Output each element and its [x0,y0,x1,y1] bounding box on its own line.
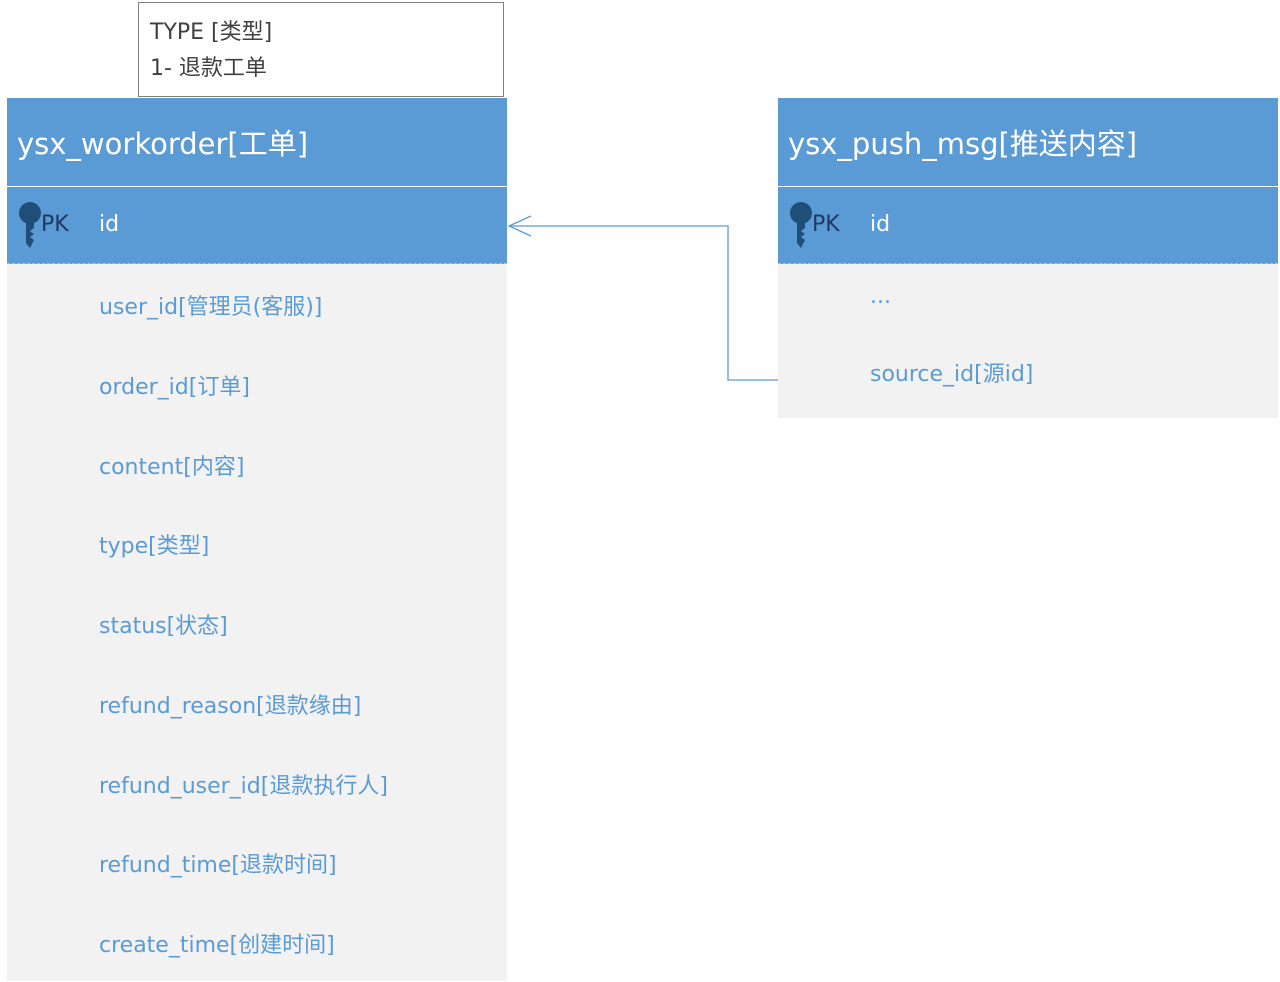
workorder-title: ysx_workorder[工单] [7,98,507,187]
key-icon [19,202,41,248]
workorder-field-user-id: user_id[管理员(客服)] [99,295,323,320]
workorder-field-status: status[状态] [99,614,228,639]
workorder-field-type: type[类型] [99,534,210,559]
workorder-pk-label: PK [41,212,69,237]
push-msg-title: ysx_push_msg[推送内容] [778,98,1278,187]
note-line-2: 1- 退款工单 [150,56,267,81]
workorder-field-create-time: create_time[创建时间] [99,933,335,958]
push-msg-pk-label: PK [812,212,840,237]
push-msg-entity[interactable]: ysx_push_msg[推送内容] PK id ... source_id[源… [778,98,1278,418]
workorder-field-content: content[内容] [99,455,245,480]
key-icon [790,202,812,248]
push-msg-pk-row: PK id [778,187,1278,264]
workorder-field-refund-user-id: refund_user_id[退款执行人] [99,774,388,799]
workorder-entity[interactable]: ysx_workorder[工单] PK id user_id[管理员(客服)]… [7,98,507,981]
push-msg-pk-field: id [870,212,891,237]
push-msg-fields: ... source_id[源id] [778,264,1278,418]
workorder-pk-row: PK id [7,187,507,264]
workorder-pk-field: id [99,212,120,237]
workorder-fields: user_id[管理员(客服)] order_id[订单] content[内容… [7,264,507,981]
relationship-line [509,225,778,381]
workorder-field-order-id: order_id[订单] [99,375,250,400]
push-msg-field-source-id: source_id[源id] [870,362,1034,387]
workorder-field-refund-time: refund_time[退款时间] [99,853,337,878]
arrow-head [507,215,532,237]
workorder-field-refund-reason: refund_reason[退款缘由] [99,694,362,719]
note-line-1: TYPE [类型] [150,20,273,45]
type-note: TYPE [类型] 1- 退款工单 [138,2,504,97]
push-msg-field-ellipsis: ... [870,284,891,309]
